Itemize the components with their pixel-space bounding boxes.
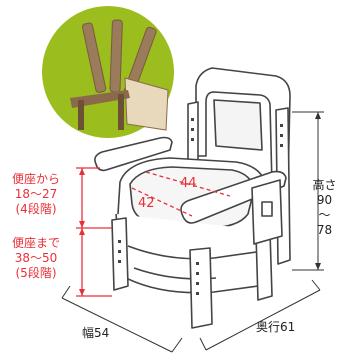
seat-height-from-label: 便座から 18〜27 (4段階) xyxy=(11,172,60,216)
armrest-lift-inset xyxy=(42,6,174,138)
depth-label: 奥行61 xyxy=(256,320,296,334)
seat-depth-label: 44 xyxy=(180,176,197,191)
dark-dimension-lines xyxy=(61,111,324,353)
seat-height-to-label: 便座まで 38〜50 (5段階) xyxy=(11,236,60,280)
overall-height-label: 高さ 90 〜 78 xyxy=(312,178,337,237)
seat-width-label: 42 xyxy=(138,196,155,211)
height-adjust-holes xyxy=(118,118,283,295)
width-label: 幅54 xyxy=(82,326,110,340)
portable-toilet-chair xyxy=(94,67,291,329)
